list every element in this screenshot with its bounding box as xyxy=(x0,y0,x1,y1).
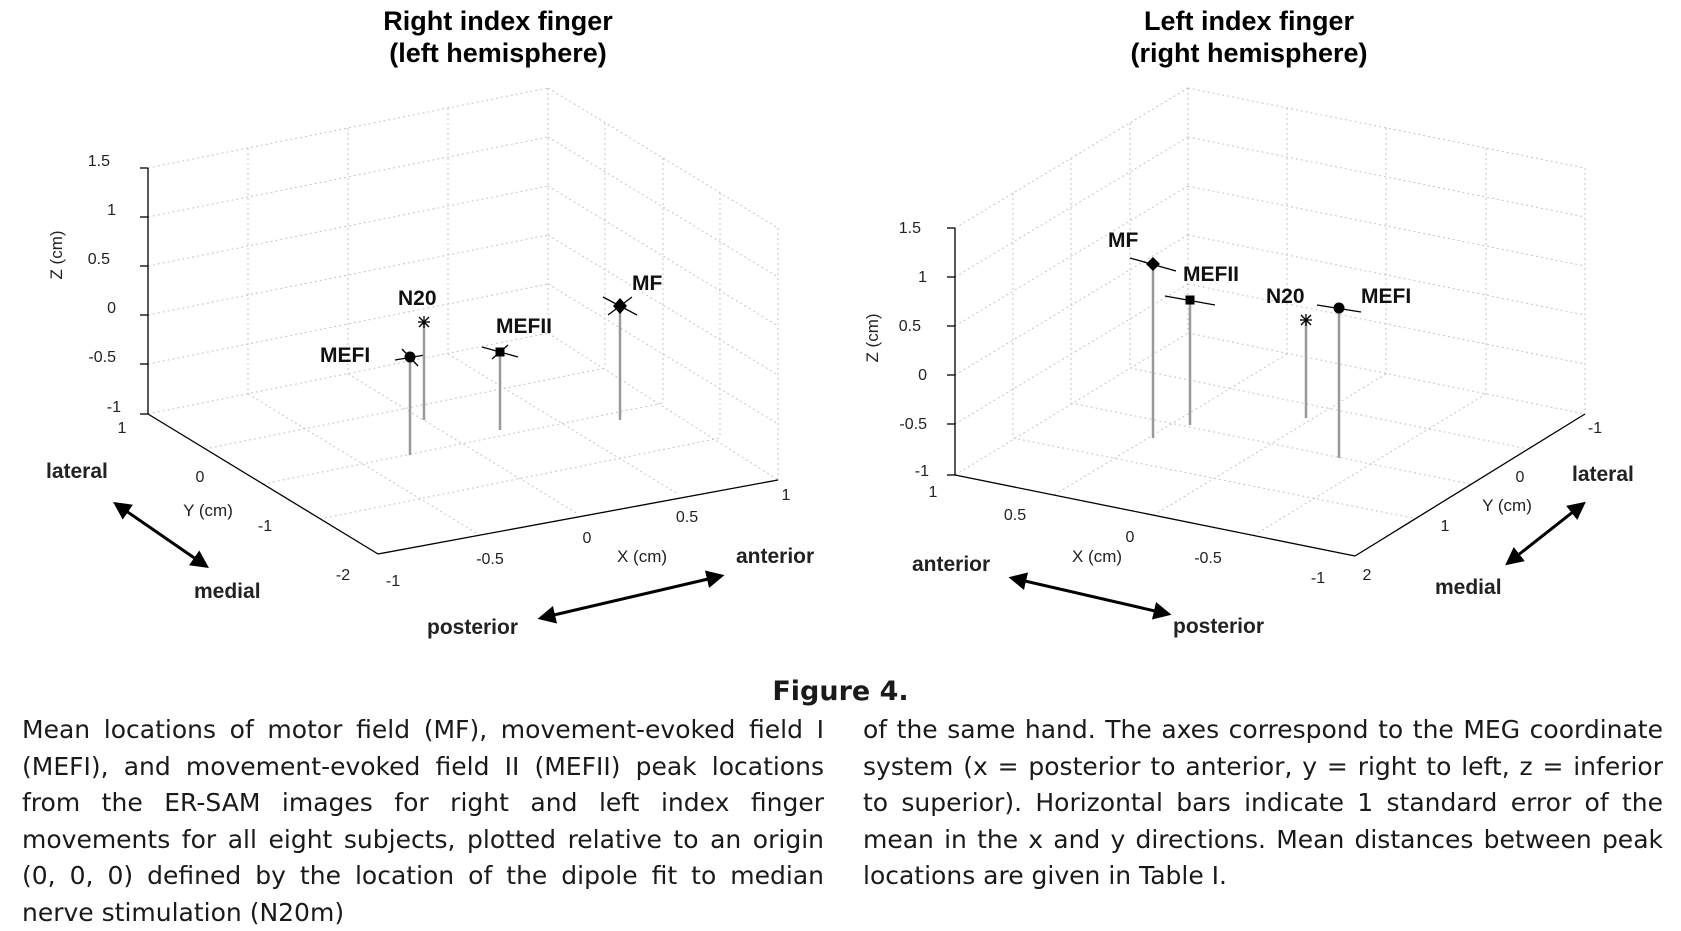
left-panel-anterior-label: anterior xyxy=(736,545,814,568)
left-panel-z-axis-label: Z (cm) xyxy=(47,230,66,279)
left-panel-x-axis xyxy=(377,479,779,555)
left-panel-z-tick: 0.5 xyxy=(88,251,110,268)
right-panel-lateral-label: lateral xyxy=(1572,463,1634,486)
right-panel-z-tick: 1.5 xyxy=(899,220,921,237)
right-panel-x-tick: 0.5 xyxy=(1004,507,1026,524)
left-panel-x-tick: 0.5 xyxy=(676,509,698,526)
right-panel-z-tick: 0 xyxy=(918,367,927,384)
right-panel-y-tick: 2 xyxy=(1363,567,1372,584)
right-panel-lateral-medial-arrow xyxy=(1505,501,1586,566)
right-panel-y-tick: 0 xyxy=(1516,469,1525,486)
left-panel-y-tick: 0 xyxy=(196,469,205,486)
left-panel-z-tick: 1.5 xyxy=(88,153,110,170)
right-panel-z-tick: -0.5 xyxy=(899,416,927,433)
left-panel-label-mefi: MEFI xyxy=(320,344,370,367)
right-panel-label-mf: MF xyxy=(1108,229,1138,252)
right-panel-x-tick: -1 xyxy=(1311,570,1325,587)
right-panel-title-line1: Left index finger xyxy=(1144,6,1355,36)
left-panel-label-mefii: MEFII xyxy=(496,315,552,338)
left-panel-z-tick: -0.5 xyxy=(88,349,116,366)
left-panel: Right index finger (left hemisphere) xyxy=(46,6,814,639)
left-panel-x-tick: -0.5 xyxy=(476,551,504,568)
left-panel-y-axis xyxy=(147,413,379,555)
right-panel-y-tick: -1 xyxy=(1588,420,1602,437)
right-panel-x-tick: 0 xyxy=(1126,529,1135,546)
right-panel-z-tick: 0.5 xyxy=(899,318,921,335)
right-panel-x-axis-label: X (cm) xyxy=(1072,547,1122,566)
left-panel-label-n20: N20 xyxy=(398,287,437,310)
right-panel-anterior-posterior-arrow xyxy=(1008,572,1172,620)
left-panel-z-tick: -1 xyxy=(107,399,121,416)
right-panel-label-mefii: MEFII xyxy=(1183,263,1239,286)
figure-caption-left-column: Mean locations of motor field (MF), move… xyxy=(22,715,824,927)
left-panel-x-axis-label: X (cm) xyxy=(617,547,667,566)
left-panel-point-mf: MF xyxy=(602,272,662,420)
right-panel-medial-label: medial xyxy=(1435,576,1502,599)
right-panel-y-axis-label: Y (cm) xyxy=(1482,496,1532,515)
right-panel-point-mf: MF xyxy=(1108,229,1177,438)
left-panel-lateral-medial-arrow xyxy=(113,501,209,569)
right-panel-label-mefi: MEFI xyxy=(1361,285,1411,308)
left-panel-medial-label: medial xyxy=(194,580,261,603)
figure-caption-title: Figure 4. xyxy=(772,676,909,707)
left-panel-y-tick: -2 xyxy=(336,567,350,584)
right-panel-point-mefii: MEFII xyxy=(1164,263,1239,425)
left-panel-point-mefii: MEFII xyxy=(481,315,552,430)
right-panel-x-tick: -0.5 xyxy=(1194,550,1222,567)
right-panel-anterior-label: anterior xyxy=(912,553,990,576)
figure-4: Right index finger (left hemisphere) xyxy=(46,6,1634,639)
figure-caption-right-column: of the same hand. The axes correspond to… xyxy=(863,715,1663,890)
left-panel-posterior-anterior-arrow xyxy=(537,570,725,624)
left-panel-z-tick: 1 xyxy=(107,202,116,219)
right-panel-y-tick: 1 xyxy=(1441,518,1450,535)
right-panel-x-axis xyxy=(954,474,1356,557)
right-panel-title-line2: (right hemisphere) xyxy=(1130,38,1367,68)
left-panel-z-tick: 0 xyxy=(107,300,116,317)
left-panel-label-mf: MF xyxy=(632,272,662,295)
right-panel-grid xyxy=(954,87,1586,536)
right-panel-y-axis xyxy=(1354,413,1586,557)
left-panel-y-axis-label: Y (cm) xyxy=(183,501,233,520)
right-panel: Left index finger (right hemisphere) xyxy=(863,6,1634,638)
left-panel-lateral-label: lateral xyxy=(46,460,108,483)
right-panel-point-mefi: MEFI xyxy=(1316,285,1411,458)
right-panel-posterior-label: posterior xyxy=(1173,615,1264,638)
left-panel-y-tick: 1 xyxy=(118,420,127,437)
left-panel-title-line2: (left hemisphere) xyxy=(389,38,607,68)
left-panel-axes xyxy=(140,167,779,555)
right-panel-axes xyxy=(947,227,1586,557)
right-panel-z-tick: 1 xyxy=(918,269,927,286)
left-panel-x-tick: 1 xyxy=(782,487,791,504)
right-panel-point-n20: N20 xyxy=(1266,285,1312,418)
right-panel-z-axis-label: Z (cm) xyxy=(863,313,882,362)
left-panel-point-n20: N20 xyxy=(398,287,437,420)
left-panel-x-tick: -1 xyxy=(386,573,400,590)
left-panel-x-tick: 0 xyxy=(583,530,592,547)
right-panel-x-tick: 1 xyxy=(929,484,938,501)
right-panel-z-tick: -1 xyxy=(915,463,929,480)
left-panel-posterior-label: posterior xyxy=(427,616,518,639)
right-panel-label-n20: N20 xyxy=(1266,285,1305,308)
left-panel-y-tick: -1 xyxy=(258,518,272,535)
left-panel-grid xyxy=(147,87,779,535)
left-panel-title-line1: Right index finger xyxy=(383,6,613,36)
left-panel-point-mefi: MEFI xyxy=(320,344,426,455)
